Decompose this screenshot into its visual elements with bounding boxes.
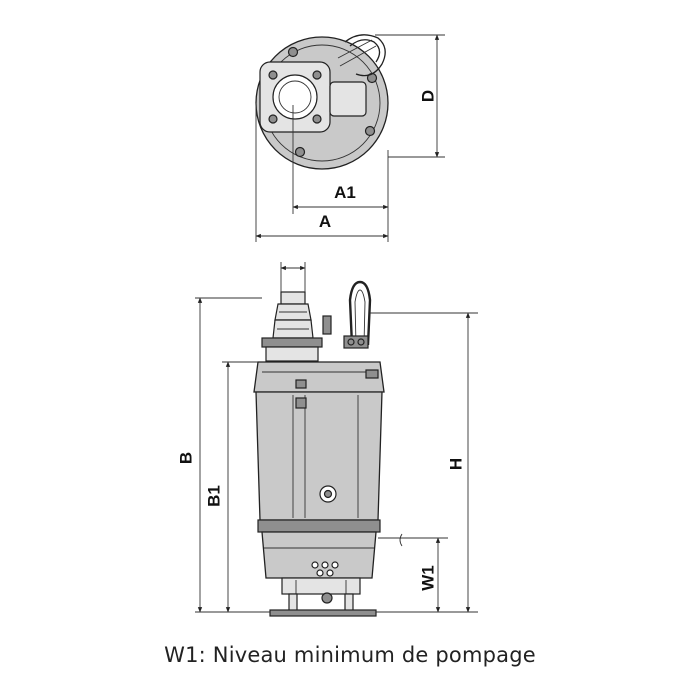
- label-w1: W1: [419, 565, 438, 591]
- label-h: H: [447, 458, 466, 470]
- dimension-outlet: [280, 262, 306, 292]
- label-d: D: [419, 90, 438, 102]
- dimension-d: D: [375, 34, 445, 158]
- dimension-b1: B1: [205, 361, 258, 613]
- dimension-w1: W1: [378, 533, 448, 613]
- dimension-b: B: [177, 297, 270, 613]
- dimension-a: A: [255, 103, 389, 242]
- figure-caption: W1: Niveau minimum de pompage: [164, 643, 536, 667]
- label-b: B: [177, 452, 196, 464]
- side-view: [253, 280, 385, 617]
- label-a: A: [319, 212, 331, 231]
- dimension-a1: A1: [292, 105, 389, 214]
- top-view: [255, 34, 389, 170]
- label-b1: B1: [205, 485, 224, 507]
- dimension-h: H: [370, 312, 478, 613]
- label-a1: A1: [334, 183, 356, 202]
